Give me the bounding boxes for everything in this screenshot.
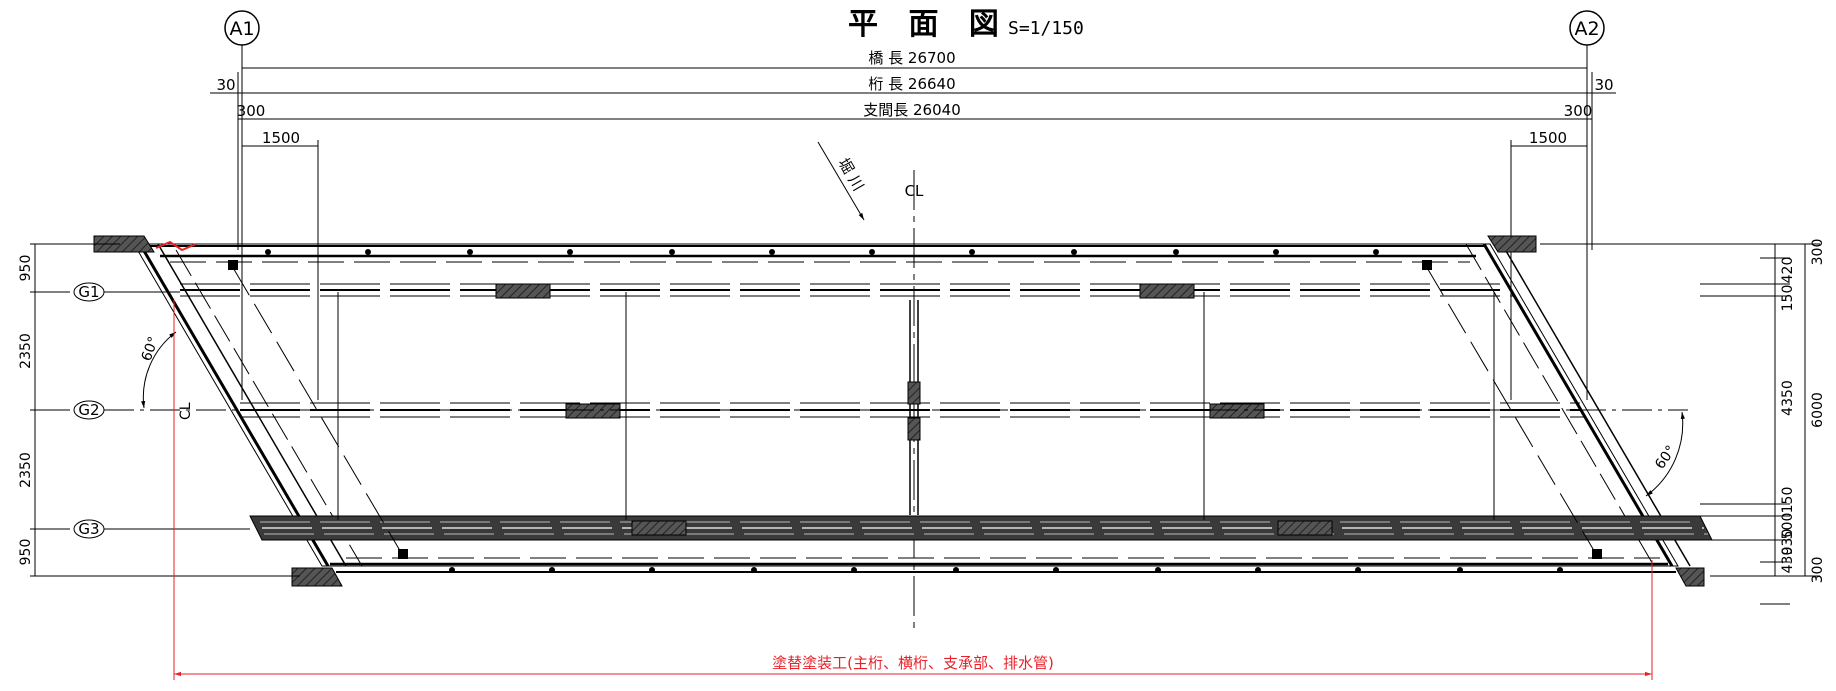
bearing-blocks xyxy=(93,235,1705,587)
painting-note-text: 塗替塗装工(主桁、横桁、支承部、排水管) xyxy=(772,654,1054,672)
right-dim-150-bottom: 150 xyxy=(1780,487,1796,514)
cross-beams xyxy=(337,292,1495,520)
abutment-a2-label: A2 xyxy=(1574,18,1599,40)
left-dim-2350-lower: 2350 xyxy=(18,452,34,488)
girder-length-dimension: 桁 長 26640 30 30 xyxy=(210,72,1616,250)
right-30-text: 30 xyxy=(1594,76,1613,94)
span-length-text: 支間長 26040 xyxy=(863,101,961,119)
river-name: 堀 川 xyxy=(835,155,868,194)
left-skew-angle: 60° CL xyxy=(139,331,194,420)
left-1500-text: 1500 xyxy=(262,129,300,147)
span-length-dimension: 支間長 26040 300 300 xyxy=(237,100,1593,400)
bridge-length-text: 橋 長 26700 xyxy=(868,49,955,67)
left-30-text: 30 xyxy=(216,76,235,94)
girder-label-g3: G3 xyxy=(73,519,250,539)
drawing-title-block: 平 面 図 S=1/150 xyxy=(848,7,1084,42)
right-dim-300-bottom: 300 xyxy=(1810,557,1826,584)
centerline-left-label: CL xyxy=(178,402,194,420)
right-dim-930: 930 xyxy=(1780,529,1796,556)
right-300-text: 300 xyxy=(1564,102,1593,120)
lateral-bracing xyxy=(231,265,1597,555)
deck-outline xyxy=(133,243,1691,567)
bearing-anchors xyxy=(228,260,1602,559)
left-angle-text: 60° xyxy=(139,335,163,364)
girder-g3 xyxy=(249,515,1713,541)
right-dim-420: 420 xyxy=(1780,257,1796,284)
painting-extent-annotation: 塗替塗装工(主桁、横桁、支承部、排水管) xyxy=(155,240,1653,680)
left-dim-2350-upper: 2350 xyxy=(18,333,34,369)
right-dim-6000: 6000 xyxy=(1810,392,1826,428)
right-angle-text: 60° xyxy=(1652,443,1679,473)
right-dim-500: 500 xyxy=(1780,513,1796,540)
girder-g1 xyxy=(180,283,1514,299)
left-dimension-chain: 950 2350 2350 950 xyxy=(18,243,300,577)
girder-labels: G1 G2 G3 xyxy=(73,282,1688,539)
right-dim-430: 430 xyxy=(1780,547,1796,574)
svg-text:G3: G3 xyxy=(78,520,99,538)
top-drain-marks xyxy=(265,249,1379,255)
top-edge-beam xyxy=(140,245,1484,263)
bearing-1500-dimensions: 1500 1500 xyxy=(242,129,1587,400)
abutment-a1-label: A1 xyxy=(229,18,254,40)
girder-length-text: 桁 長 26640 xyxy=(868,75,955,93)
centerline-top-label: CL xyxy=(905,182,924,200)
left-dim-950-top: 950 xyxy=(18,255,34,282)
bridge-length-dimension: 橋 長 26700 xyxy=(242,49,1587,69)
right-skew-angle: 60° xyxy=(1645,411,1685,497)
right-1500-text: 1500 xyxy=(1529,129,1567,147)
left-300-text: 300 xyxy=(237,102,266,120)
left-dim-950-bottom: 950 xyxy=(18,539,34,566)
girder-label-g1: G1 xyxy=(73,282,180,302)
svg-text:G2: G2 xyxy=(78,401,99,419)
right-dim-150-top: 150 xyxy=(1780,285,1796,312)
svg-text:G1: G1 xyxy=(78,283,99,301)
right-dim-4350: 4350 xyxy=(1780,380,1796,416)
drawing-title: 平 面 図 xyxy=(848,7,1009,42)
bottom-drain-marks xyxy=(449,567,1563,573)
bottom-edge-beam xyxy=(330,557,1676,573)
right-dim-300-top: 300 xyxy=(1810,239,1826,266)
river-flow-arrow: 堀 川 xyxy=(817,141,868,221)
right-dimension-chain: 300 420 150 4350 6000 150 500 930 430 30… xyxy=(1540,239,1826,605)
drawing-scale: S=1/150 xyxy=(1008,18,1084,39)
girder-label-g2: G2 xyxy=(73,400,1688,420)
